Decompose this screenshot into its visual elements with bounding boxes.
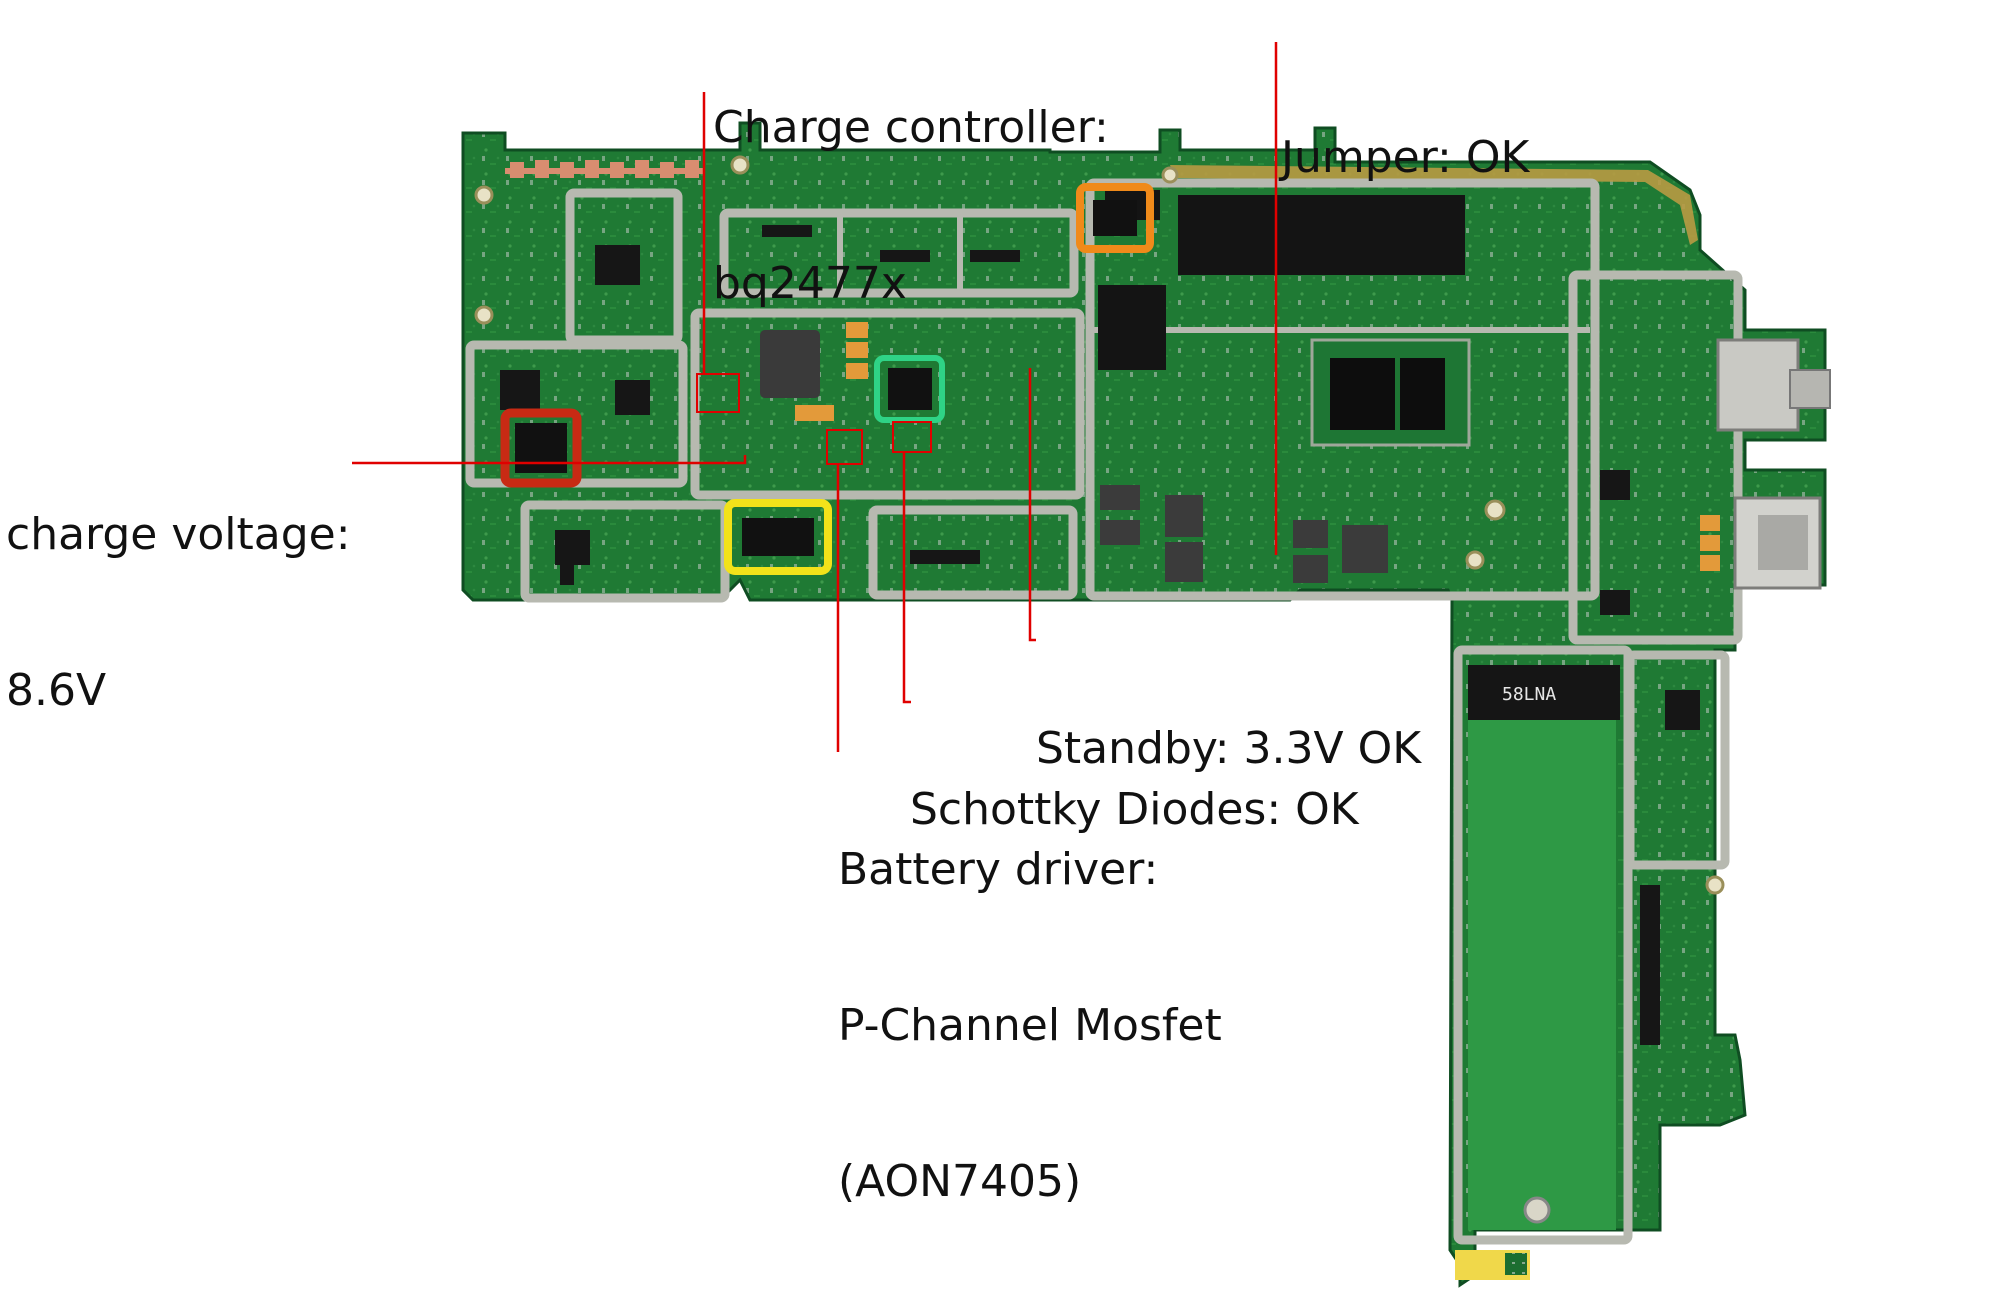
memory-chips — [1098, 190, 1465, 370]
m2-connector-marking: 58LNA — [1502, 684, 1556, 705]
barcode — [1505, 1253, 1527, 1275]
charge-controller-title: Charge controller: — [713, 102, 1109, 153]
callout-lines — [352, 42, 1278, 752]
annotation-schottky: Schottky Diodes: OK — [910, 680, 1359, 888]
callout-line-standby — [1028, 368, 1036, 642]
cpu-die-2 — [1400, 358, 1445, 430]
tantalum-capacitors — [795, 322, 1720, 571]
jumper-status: Jumper: OK — [1281, 132, 1530, 183]
annotation-charge-voltage: charge voltage: 8.6V — [6, 405, 351, 769]
gold-contact-strip — [1170, 165, 1698, 245]
highlight-yellow-chip — [724, 499, 832, 575]
charge-voltage-title: charge voltage: — [6, 509, 351, 560]
charge-voltage-value: 8.6V — [6, 665, 107, 716]
mounting-holes — [474, 155, 1725, 895]
battery-driver-part: (AON7405) — [838, 1156, 1082, 1207]
battery-driver-title: Battery driver: — [838, 844, 1159, 895]
annotation-battery-driver: Battery driver: P-Channel Mosfet (AON740… — [838, 740, 1222, 1260]
annotation-charge-controller: Charge controller: bq2477x — [713, 0, 1109, 362]
callout-line-charge-voltage — [352, 455, 747, 465]
cpu-die-1 — [1330, 358, 1395, 430]
target-box-schottky — [892, 421, 932, 453]
highlight-green-chip — [874, 355, 945, 423]
mount-screw — [1523, 1196, 1551, 1224]
motherboard: 58LNA — [461, 121, 1831, 1288]
shield-dividers — [837, 215, 1590, 333]
highlight-orange-chip — [1076, 183, 1154, 253]
m2-slot-area — [1468, 720, 1616, 1230]
target-box-charge-controller — [696, 373, 740, 413]
standby-status: Standby: 3.3V OK — [1036, 723, 1422, 774]
side-connectors — [1716, 338, 1831, 590]
annotation-jumper: Jumper: OK — [1281, 28, 1529, 236]
copper-connector-pins — [505, 160, 705, 178]
highlight-charge-voltage-chip — [500, 408, 582, 488]
battery-driver-type: P-Channel Mosfet — [838, 1000, 1222, 1051]
rf-shields — [465, 178, 1743, 1245]
inductors — [760, 330, 1388, 583]
annotation-standby: Standby: 3.3V OK — [1036, 619, 1421, 827]
callout-line-schottky — [902, 452, 911, 704]
m2-connector — [1468, 665, 1620, 720]
misc-ics — [500, 225, 1700, 1045]
schottky-status: Schottky Diodes: OK — [910, 784, 1359, 835]
highlighted-chips — [515, 200, 1137, 556]
charge-controller-part: bq2477x — [713, 258, 907, 309]
target-box-battery-driver — [826, 429, 863, 465]
